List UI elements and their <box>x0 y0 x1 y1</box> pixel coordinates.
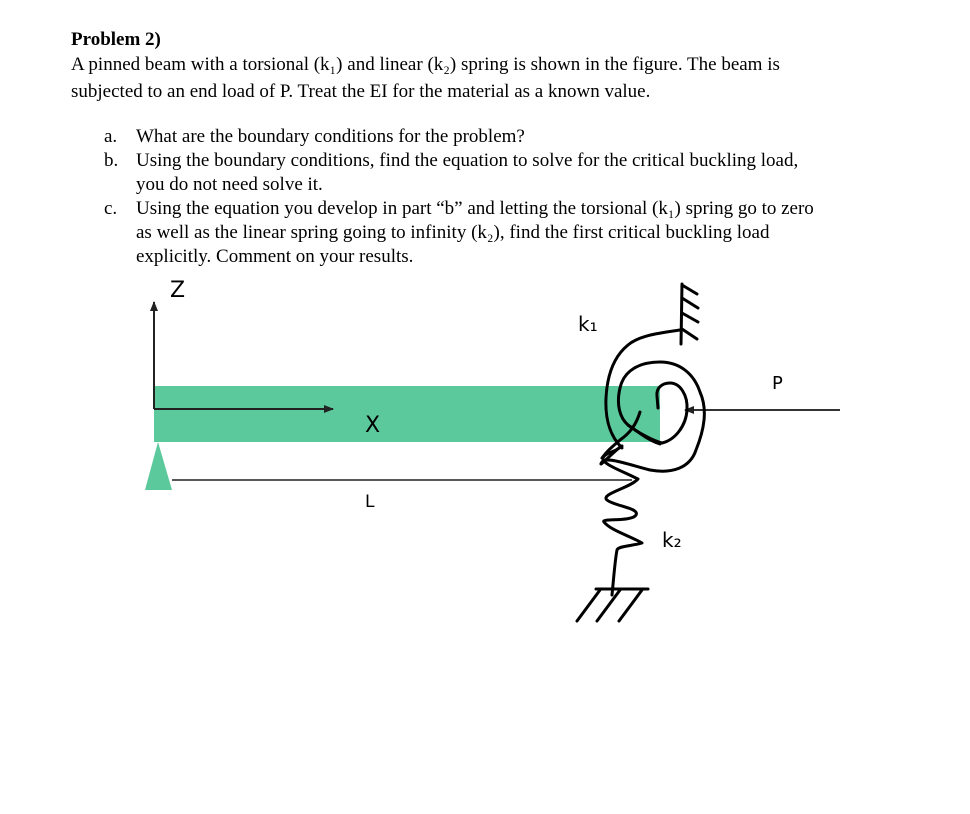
question-text: as well as the linear spring going to in… <box>136 222 770 243</box>
load-label: P <box>772 373 783 394</box>
question-text: Using the boundary conditions, find the … <box>136 150 799 171</box>
question-letter: a. <box>104 126 118 147</box>
question-c: c. Using the equation you develop in par… <box>104 197 924 269</box>
question-b: b. Using the boundary conditions, find t… <box>104 149 924 197</box>
linear-spring-icon <box>575 444 650 623</box>
intro-line-2: subjected to an end load of P. Treat the… <box>71 81 651 102</box>
question-letter: b. <box>104 150 119 171</box>
problem-intro: A pinned beam with a torsional (k₁) and … <box>71 51 911 105</box>
question-letter: c. <box>104 198 118 219</box>
question-list: a. What are the boundary conditions for … <box>104 125 924 269</box>
torsional-spring-label: k₁ <box>578 312 598 336</box>
question-text: Using the equation you develop in part “… <box>136 198 814 219</box>
length-label: L <box>365 492 375 512</box>
z-axis-label: Z <box>170 278 186 303</box>
linear-spring-label: k₂ <box>662 528 682 552</box>
torsional-spring-icon <box>599 282 706 473</box>
question-a: a. What are the boundary conditions for … <box>104 125 924 149</box>
pin-support-icon <box>145 442 172 490</box>
question-text: you do not need solve it. <box>136 174 323 195</box>
question-text: What are the boundary conditions for the… <box>136 126 525 147</box>
x-axis-label: X <box>365 413 381 438</box>
question-text: explicitly. Comment on your results. <box>136 246 414 267</box>
intro-line-1: A pinned beam with a torsional (k₁) and … <box>71 54 780 75</box>
problem-title: Problem 2) <box>71 29 161 50</box>
beam <box>154 386 660 442</box>
